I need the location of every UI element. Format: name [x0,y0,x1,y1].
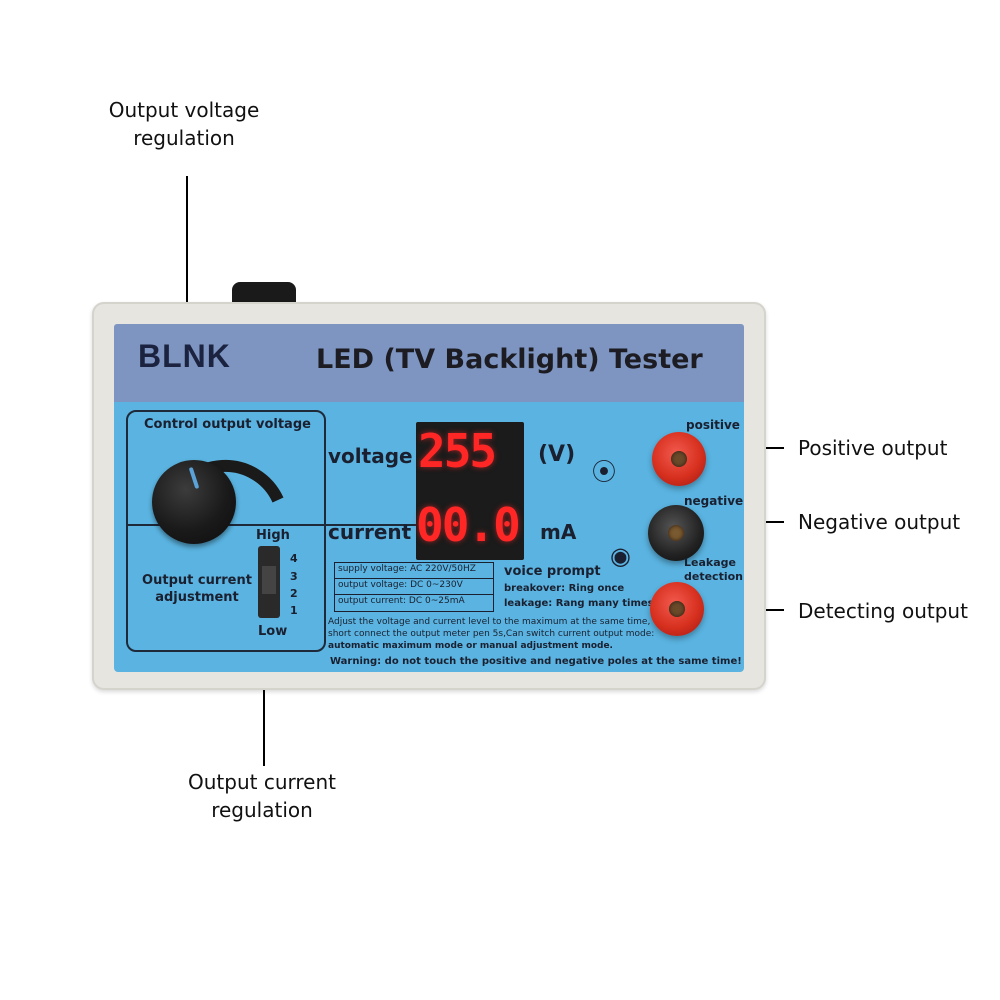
callout-positive-output: Positive output [798,436,948,460]
callout-negative-output: Negative output [798,510,961,534]
leakage-detection-label: Leakage detection [684,556,743,584]
callout-text: Output current [188,770,336,794]
callout-line [186,176,188,414]
level-tick: 2 [290,587,298,600]
low-label: Low [258,624,288,639]
led-display [416,422,524,560]
breakover-text: breakover: Ring once [504,583,625,594]
wifi-signal-icon: ⦿ [592,459,616,486]
label-line: Leakage [684,556,736,569]
slider-handle[interactable] [262,566,276,594]
level-tick: 1 [290,604,298,617]
label-line: detection [684,570,743,583]
level-tick: 4 [290,552,298,565]
device-header [114,324,744,402]
label-line: adjustment [155,590,239,605]
device-title: LED (TV Backlight) Tester [316,344,703,375]
current-unit: mA [540,520,577,544]
current-label: current [328,520,412,544]
divider [334,578,494,579]
terminal-socket [669,601,685,617]
divider [126,524,426,526]
callout-voltage-regulation: Output voltage regulation [100,96,268,152]
instruction-line: short connect the output meter pen 5s,Ca… [328,629,655,639]
callout-detecting-output: Detecting output [798,599,968,623]
high-label: High [256,528,290,543]
callout-line [263,636,265,766]
terminal-socket [671,451,687,467]
voltage-readout: 255 [418,424,497,478]
current-adjustment-label: Output current adjustment [138,572,256,606]
level-tick: 3 [290,570,298,583]
callout-text: Output voltage [108,98,260,122]
control-box [126,410,326,652]
spec-output-voltage: output voltage: DC 0~230V [338,580,463,590]
instruction-line: automatic maximum mode or manual adjustm… [328,641,613,651]
current-readout: 00.0 [416,498,521,552]
negative-label: negative [684,494,744,508]
spec-supply: supply voltage: AC 220V/50HZ [338,564,476,574]
voice-prompt-title: voice prompt [504,564,601,579]
spec-output-current: output current: DC 0~25mA [338,596,465,606]
label-line: Output current [142,573,252,588]
speaker-icon: ◉ [610,543,631,570]
instruction-line: Adjust the voltage and current level to … [328,617,651,627]
callout-current-regulation: Output current regulation [184,768,340,824]
voltage-label: voltage [328,444,413,468]
terminal-socket [668,525,684,541]
brand-logo: BLNK [138,338,231,374]
divider [334,594,494,595]
voltage-unit: (V) [538,442,576,467]
callout-text: regulation [133,126,235,150]
control-voltage-label: Control output voltage [144,417,311,432]
warning-text: Warning: do not touch the positive and n… [330,656,742,667]
callout-text: regulation [211,798,313,822]
spec-box [334,562,494,612]
positive-label: positive [686,418,740,432]
leakage-text: leakage: Rang many times [504,598,654,609]
